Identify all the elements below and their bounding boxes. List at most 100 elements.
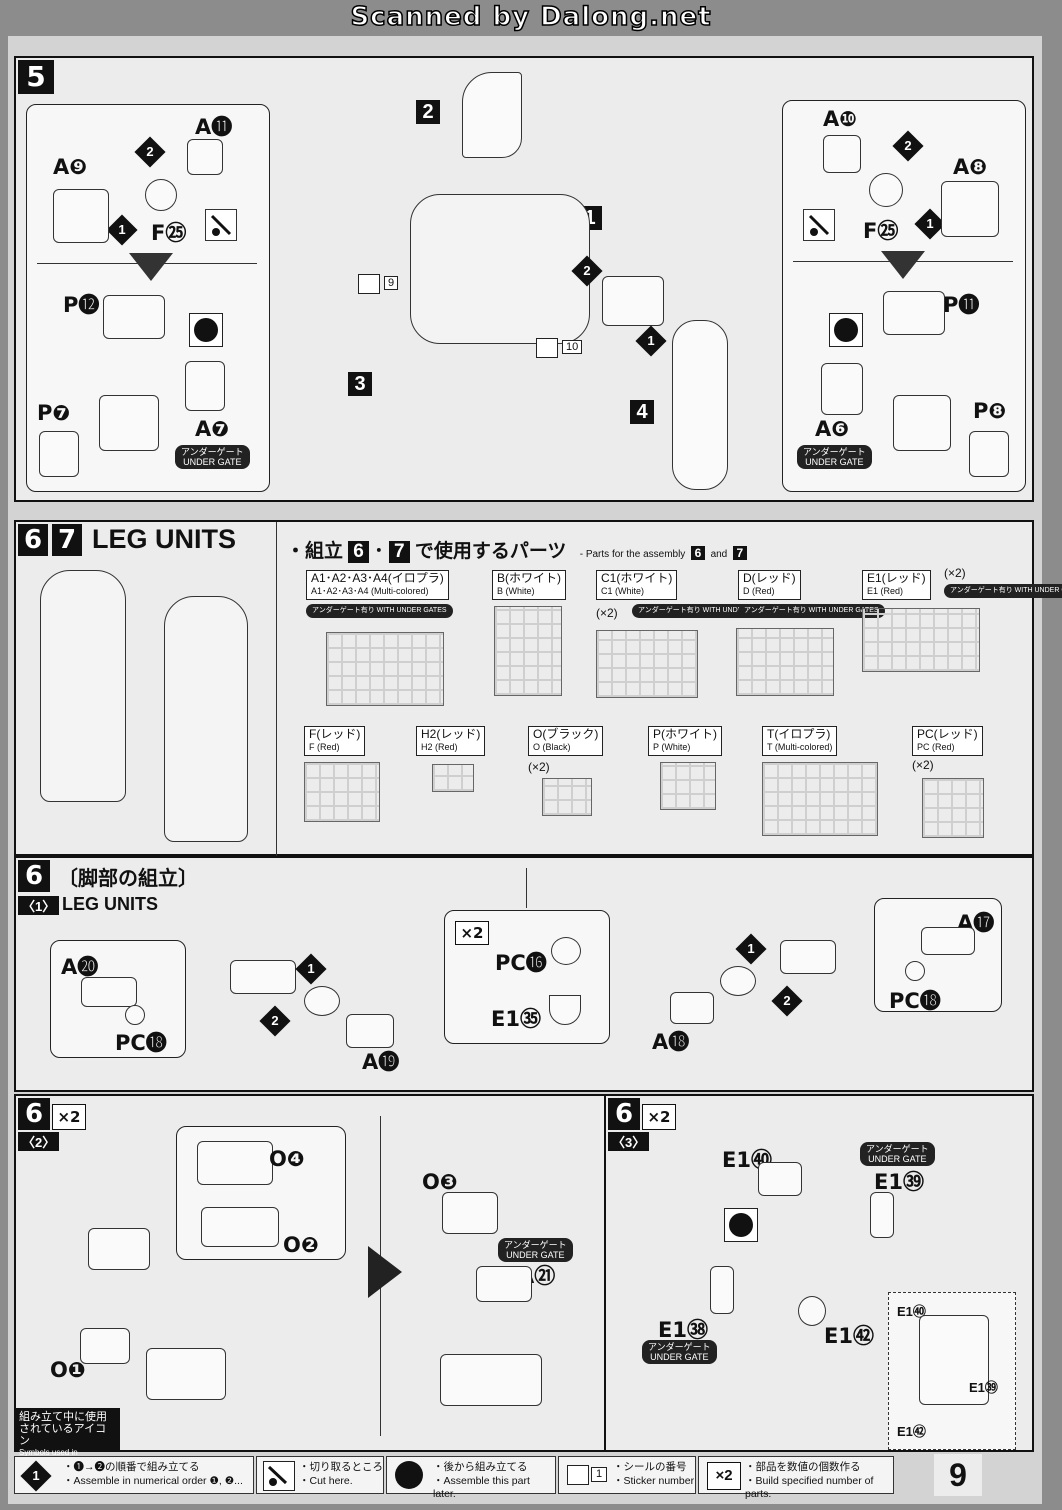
legend-cut-jp: ・切り取るところ — [299, 1461, 383, 1473]
sub-step6: 6 — [690, 546, 706, 560]
runner-o-title: O(ブラック)O (Black) — [528, 726, 604, 756]
part-e135 — [549, 995, 581, 1025]
legend-sticker-en: ・Sticker number — [613, 1475, 695, 1487]
parts-heading-suffix: で使用するパーツ — [414, 541, 567, 562]
order-1-right: 1 — [735, 933, 767, 965]
left-inset-box: A⓴ PC⓲ — [50, 940, 186, 1058]
part-foot-base — [146, 1348, 226, 1400]
order-icon-num: 1 — [32, 1468, 40, 1483]
label-o3: O❸ — [422, 1170, 458, 1194]
part-joint-right — [720, 966, 756, 996]
label-a10: A❿ — [823, 107, 858, 131]
label-pc18-left: PC⓲ — [115, 1031, 167, 1055]
parts-panel: 6 7 LEG UNITS ・組立 6 ･ 7 で使用するパーツ - Parts… — [14, 520, 1062, 856]
legend-sticker: 1 ・シールの番号 ・Sticker number — [558, 1456, 696, 1494]
torso-body — [410, 194, 590, 344]
shoulder-armor — [602, 276, 664, 326]
runner-e1-qty: (×2) — [944, 566, 966, 580]
legend-order-jp: ・❶→❷の順番で組み立てる — [63, 1461, 200, 1473]
scan-credit: Scanned by Dalong.net — [350, 1, 712, 33]
step6-2-number: 6 — [18, 1098, 50, 1130]
legend-later-jp: ・後から組み立てる — [433, 1461, 528, 1473]
later-icon — [189, 313, 223, 347]
inset-label-e140: E1㊵ — [897, 1304, 926, 1319]
qty-legend-icon: ×2 — [707, 1462, 741, 1490]
x2-badge: ×2 — [455, 921, 489, 945]
legend-sticker-jp: ・シールの番号 — [613, 1461, 687, 1473]
part-p7 — [39, 431, 79, 477]
runner-o-sprue — [542, 778, 592, 816]
arm-unit — [672, 320, 728, 490]
label-pc18-right: PC⓲ — [889, 989, 941, 1013]
part-a11 — [187, 139, 223, 175]
callout-2: 2 — [416, 100, 440, 124]
divider-center — [526, 868, 527, 908]
step6-2-x2: ×2 — [52, 1104, 86, 1130]
part-e138 — [710, 1266, 734, 1314]
part-a19 — [346, 1014, 394, 1048]
part-a9 — [53, 189, 109, 243]
label-a19: A⓳ — [362, 1050, 400, 1074]
label-a20: A⓴ — [61, 955, 99, 979]
part-p8 — [969, 431, 1009, 477]
label-a6: A❻ — [815, 417, 850, 441]
down-arrow-right — [881, 251, 925, 279]
label-o2: O❷ — [283, 1233, 319, 1257]
legend-qty-jp: ・部品を数値の個数作る — [745, 1461, 861, 1473]
part-a17 — [921, 927, 975, 955]
cut-icon — [205, 209, 237, 241]
inset-assembled-part — [919, 1315, 989, 1405]
legend-later: ・後から組み立てる ・Assemble this part later. — [386, 1456, 556, 1500]
speech-box: O❹ O❷ — [176, 1126, 346, 1260]
assemble-later-icon — [395, 1461, 423, 1489]
center-inset-box: ×2 PC⓰ E1㉟ — [444, 910, 610, 1044]
label-a9: A❾ — [53, 155, 88, 179]
later-icon-63 — [724, 1208, 758, 1242]
part-a6 — [821, 363, 863, 415]
runner-b-title: B(ホワイト)B (White) — [492, 570, 566, 600]
runner-p-sprue — [660, 762, 716, 810]
heading-step7: 7 — [388, 541, 410, 563]
runner-t-sprue — [762, 762, 878, 836]
label-o4: O❹ — [269, 1147, 305, 1171]
order-2-left: 2 — [259, 1005, 291, 1037]
part-o4 — [197, 1141, 273, 1185]
label-f25: F㉕ — [151, 221, 187, 245]
sticker-legend-icon — [567, 1465, 589, 1485]
part-a8 — [941, 181, 999, 237]
label-o1: O❶ — [50, 1358, 86, 1382]
order-2-right: 2 — [892, 130, 924, 162]
legend-qty-en: ・Build specified number of parts. — [745, 1475, 874, 1500]
legend-order-en: ・Assemble in numerical order ❶, ❷... — [63, 1475, 243, 1487]
leg-left-illustration — [40, 570, 126, 802]
runner-f-sprue — [304, 762, 380, 822]
callout-4: 4 — [630, 400, 654, 424]
runner-e1-badge: アンダーゲート有り WITH UNDER GATES — [944, 584, 1062, 598]
sticker-10-icon — [536, 338, 558, 358]
inset-dashed-box: E1㊵ E1㊴ E1㊷ — [888, 1292, 1016, 1450]
parts-subtitle: - Parts for the assembly — [579, 549, 686, 560]
step6-1-number: 6 — [18, 860, 50, 892]
legend-order: 1 ・❶→❷の順番で組み立てる ・Assemble in numerical o… — [14, 1456, 254, 1494]
legend-cut: ・切り取るところ ・Cut here. — [256, 1456, 384, 1494]
part-p12 — [103, 295, 165, 339]
runner-c1-sprue — [596, 630, 698, 698]
label-a8: A❽ — [953, 155, 988, 179]
runner-c1-title: C1(ホワイト)C1 (White) — [596, 570, 678, 600]
sticker-legend-num: 1 — [591, 1467, 608, 1482]
order-1-left: 1 — [295, 953, 327, 985]
part-joint-left — [304, 986, 340, 1016]
legend-cut-en: ・Cut here. — [299, 1475, 353, 1487]
section-title: LEG UNITS — [92, 524, 237, 554]
step5-number: 5 — [18, 60, 54, 94]
part-f25-right — [869, 173, 903, 207]
runner-e1-sprue — [862, 608, 980, 672]
part-assembly-right — [893, 395, 951, 451]
label-e138: E1㊳ — [658, 1318, 708, 1342]
order-2: 2 — [134, 136, 166, 168]
